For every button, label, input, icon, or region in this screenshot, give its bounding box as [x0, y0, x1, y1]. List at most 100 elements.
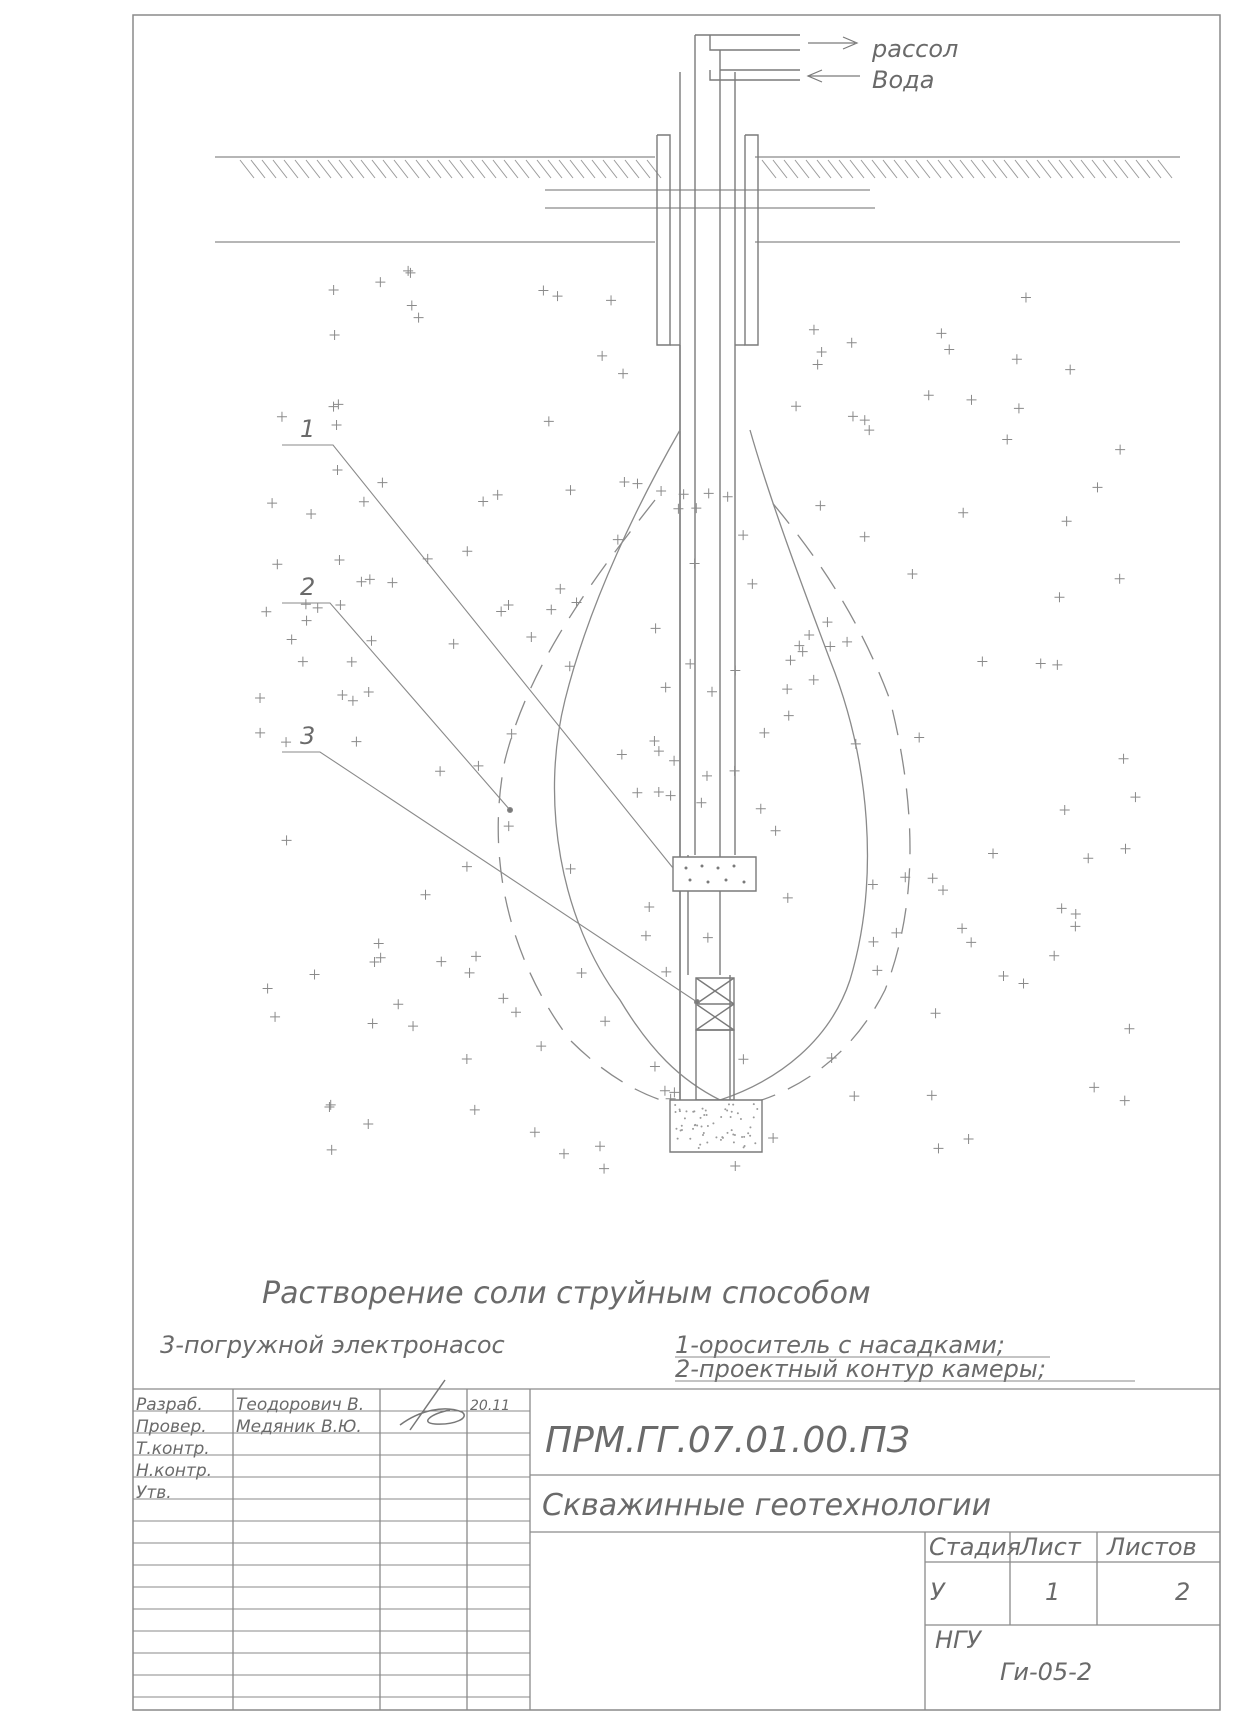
salt-mark [783, 710, 794, 721]
salt-mark [791, 401, 802, 412]
salt-mark [640, 930, 651, 941]
salt-mark [656, 485, 667, 496]
salt-mark [859, 531, 870, 542]
drawing-caption: Растворение соли струйным способом [262, 1276, 871, 1311]
sump-dot [736, 1112, 739, 1115]
salt-mark [660, 682, 671, 693]
sump-dot [727, 1103, 730, 1106]
salt-mark [281, 835, 292, 846]
salt-mark [261, 606, 272, 617]
developer-date: 20.11 [470, 1398, 510, 1414]
salt-mark [599, 1163, 610, 1174]
salt-mark [312, 602, 323, 613]
salt-mark [747, 578, 758, 589]
sump-dot [726, 1109, 729, 1112]
salt-mark [503, 600, 514, 611]
water-inlet-arrow [808, 70, 860, 82]
salt-mark [1020, 292, 1031, 303]
leader-3-number: 3 [300, 722, 315, 750]
sump-dot [693, 1124, 696, 1127]
row-role-1: Разраб. [136, 1395, 203, 1415]
salt-mark [1002, 434, 1013, 445]
salt-mark [255, 693, 266, 704]
salt-mark [1056, 903, 1067, 914]
salt-mark [936, 328, 947, 339]
salt-mark [782, 684, 793, 695]
salt-mark [393, 999, 404, 1010]
salt-mark [701, 770, 712, 781]
sump-dot [700, 1125, 703, 1128]
salt-mark [413, 312, 424, 323]
sump-dot [732, 1141, 735, 1144]
salt-mark [1054, 592, 1065, 603]
salt-mark [891, 927, 902, 938]
salt-mark [462, 546, 473, 557]
salt-mark [363, 687, 374, 698]
salt-mark [842, 636, 853, 647]
wellhead-plates [545, 190, 875, 208]
salt-mark [867, 879, 878, 890]
salt-mark [669, 1087, 680, 1098]
salt-mark [907, 568, 918, 579]
salt-mark [1130, 792, 1141, 803]
salt-mark [366, 635, 377, 646]
salt-mark [301, 615, 312, 626]
salt-mark [849, 1091, 860, 1102]
salt-mark [649, 735, 660, 746]
salt-mark [1124, 1023, 1135, 1034]
salt-mark [347, 695, 358, 706]
row-role-3: Т.контр. [136, 1439, 210, 1459]
salt-mark [377, 477, 388, 488]
salt-mark [328, 284, 339, 295]
salt-mark [722, 491, 733, 502]
sump-dot [706, 1125, 709, 1128]
salt-mark [797, 646, 808, 657]
checker-name: Медяник В.Ю. [236, 1417, 362, 1437]
salt-mark [1083, 853, 1094, 864]
salt-mark [356, 576, 367, 587]
salt-mark [926, 1090, 937, 1101]
salt-mark [555, 583, 566, 594]
sump-dot [715, 1136, 718, 1139]
sump-dot [680, 1124, 683, 1127]
salt-mark [510, 1007, 521, 1018]
salt-mark [332, 464, 343, 475]
salt-mark [966, 394, 977, 405]
salt-mark [498, 993, 509, 1004]
salt-mark [464, 967, 475, 978]
salt-mark [373, 938, 384, 949]
sump-dot [720, 1115, 723, 1118]
salt-mark [281, 737, 292, 748]
salt-mark [998, 971, 1009, 982]
sump-dot [756, 1108, 759, 1111]
sump-dot [754, 1142, 757, 1145]
salt-mark [927, 873, 938, 884]
sump-dot [683, 1117, 686, 1120]
sump-dot [699, 1116, 702, 1119]
sump-dot [729, 1116, 732, 1119]
salt-mark [406, 300, 417, 311]
salt-mark [1115, 444, 1126, 455]
salt-mark [673, 503, 684, 514]
salt-mark [503, 821, 514, 832]
sump-dot [697, 1146, 700, 1149]
salt-mark [367, 1018, 378, 1029]
salt-mark [759, 727, 770, 738]
salt-mark [576, 967, 587, 978]
salt-mark [649, 1061, 660, 1072]
sump-dot [749, 1126, 752, 1129]
salt-mark [552, 291, 563, 302]
sump-dot [732, 1103, 735, 1106]
salt-mark [267, 498, 278, 509]
sheet-frame [133, 15, 1220, 1710]
salt-mark [1059, 804, 1070, 815]
salt-mark [461, 1054, 472, 1065]
salt-mark [826, 1053, 837, 1064]
salt-mark [612, 534, 623, 545]
salt-mark [1013, 403, 1024, 414]
salt-mark [653, 787, 664, 798]
salt-mark [730, 1160, 741, 1171]
salt-mark [363, 1119, 374, 1130]
salt-mark [815, 500, 826, 511]
salt-mark [351, 736, 362, 747]
